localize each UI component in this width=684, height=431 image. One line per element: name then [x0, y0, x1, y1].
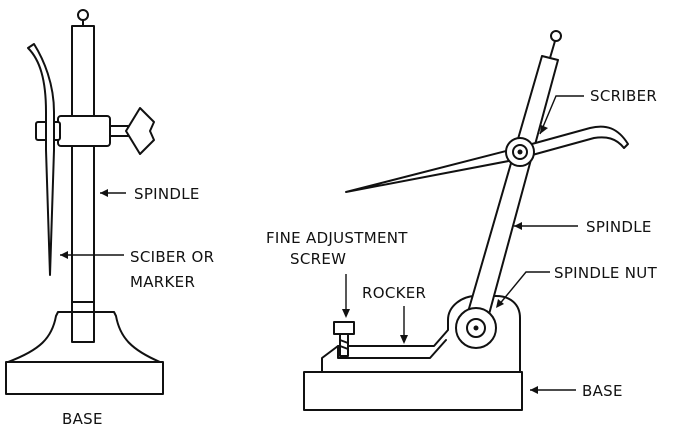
label-fine-adjustment-line1: FINE ADJUSTMENT [266, 229, 408, 247]
label-left-base: BASE [62, 410, 103, 428]
left-spindle [71, 25, 95, 313]
right-spindle-knob [550, 30, 562, 42]
label-right-spindle: SPINDLE [586, 218, 652, 236]
left-clamp-block [57, 115, 111, 147]
label-left-scriber-line1: SCIBER OR [130, 248, 214, 266]
left-labels: SPINDLE SCIBER OR MARKER BASE [60, 185, 214, 428]
label-rocker: ROCKER [362, 284, 426, 302]
fine-adjustment-screw [333, 321, 355, 335]
right-spindle [467, 55, 559, 319]
label-spindle-nut: SPINDLE NUT [554, 264, 658, 282]
left-scriber [27, 43, 55, 276]
label-right-scriber: SCRIBER [590, 87, 657, 105]
left-clamp-thumb-nut [125, 107, 155, 155]
label-left-scriber-line2: MARKER [130, 273, 195, 291]
label-fine-adjustment-line2: SCREW [290, 250, 346, 268]
left-base-flare [7, 311, 161, 363]
right-surface-gauge [303, 30, 629, 411]
right-base-block [303, 371, 523, 411]
left-spindle-knob [77, 9, 89, 21]
left-base-block [5, 361, 164, 395]
left-surface-gauge [5, 9, 164, 395]
right-labels: SCRIBER SPINDLE FINE ADJUSTMENT SCREW RO… [266, 87, 658, 400]
label-left-spindle: SPINDLE [134, 185, 200, 203]
right-scriber [345, 125, 629, 193]
label-right-base: BASE [582, 382, 623, 400]
